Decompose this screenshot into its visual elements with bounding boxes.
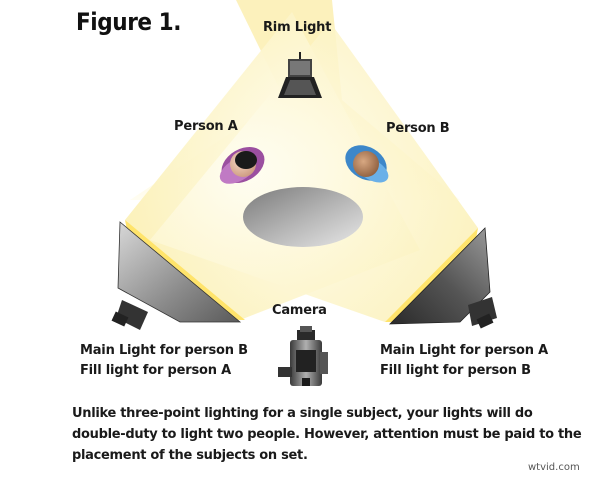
right-softbox — [385, 227, 497, 329]
person-a-label: Person A — [174, 119, 238, 134]
caption-line-2: double-duty to light two people. However… — [72, 427, 582, 442]
left-light-label-line2: Fill light for person A — [80, 363, 231, 378]
camera-figure — [278, 326, 328, 386]
right-light-label-line1: Main Light for person A — [380, 343, 548, 358]
person-a-figure — [219, 146, 265, 184]
right-light-beam — [150, 22, 478, 322]
camera-label: Camera — [272, 303, 327, 318]
left-softbox — [111, 220, 245, 330]
rim-light-fixture — [278, 52, 322, 98]
person-b-label: Person B — [386, 121, 450, 136]
figure-caption: Unlike three-point lighting for a single… — [72, 403, 582, 466]
rim-light-label: Rim Light — [263, 20, 332, 35]
table — [243, 187, 363, 247]
figure-title: Figure 1. — [76, 8, 182, 36]
right-light-label-line2: Fill light for person B — [380, 363, 531, 378]
left-light-label-line1: Main Light for person B — [80, 343, 248, 358]
caption-line-1: Unlike three-point lighting for a single… — [72, 406, 533, 421]
person-b-figure — [345, 145, 389, 183]
watermark: wtvid.com — [528, 462, 580, 473]
caption-line-3: placement of the subjects on set. — [72, 448, 308, 463]
